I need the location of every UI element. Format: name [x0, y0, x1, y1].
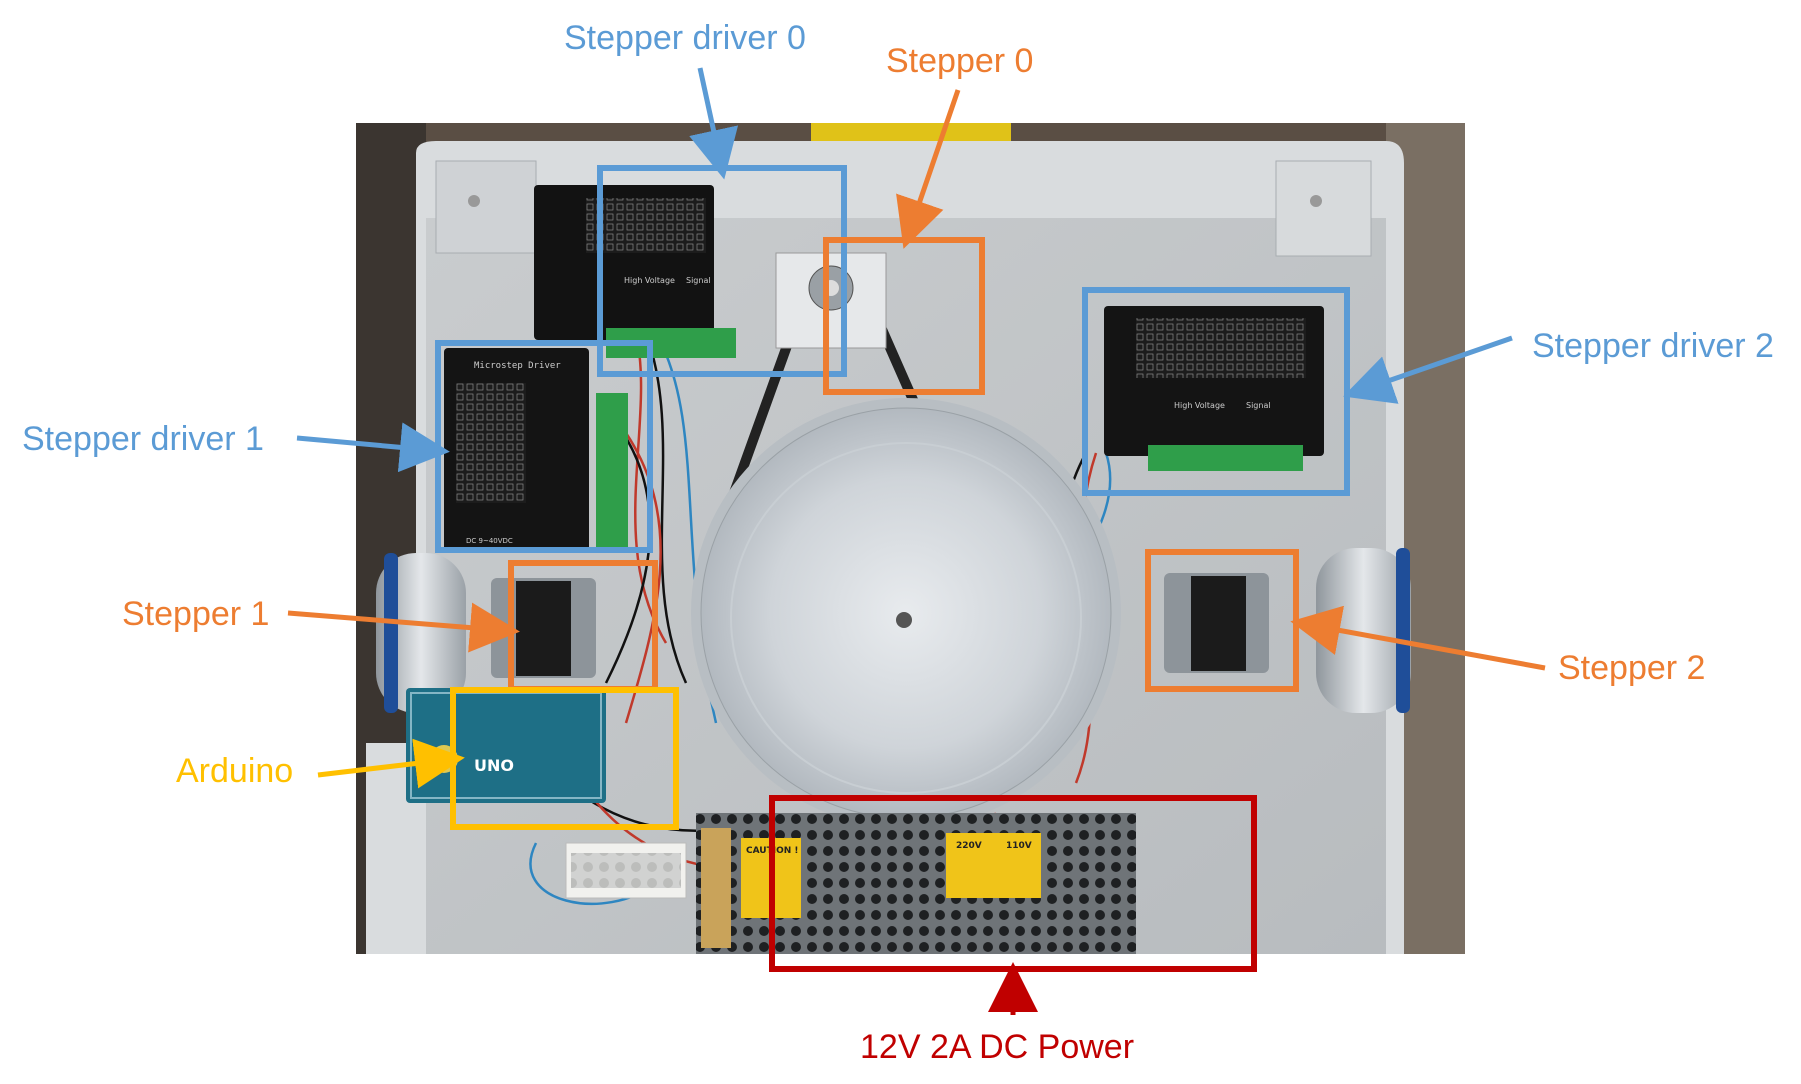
stepper-driver-1-board: Microstep Driver DC 9~40VDC: [444, 348, 628, 553]
stepper-2-arrow: [1290, 605, 1546, 671]
stepper-driver-2-arrow: [1343, 335, 1513, 404]
stepper-driver-0-label: Stepper driver 0: [564, 19, 806, 57]
arduino-box: [450, 687, 679, 830]
stepper-driver-2-label: Stepper driver 2: [1532, 327, 1774, 365]
arduino-arrow: [317, 738, 465, 789]
power-label: 12V 2A DC Power: [860, 1028, 1135, 1066]
stepper-2-box: [1145, 549, 1299, 692]
svg-text:110V: 110V: [1006, 841, 1032, 851]
stepper-0-box: [823, 237, 985, 395]
wheel-right: [1316, 548, 1411, 713]
stepper-2-label: Stepper 2: [1558, 649, 1706, 687]
stepper-driver-1-arrow: [296, 422, 450, 473]
svg-text:220V: 220V: [956, 841, 982, 851]
svg-text:DC 9~40VDC: DC 9~40VDC: [466, 537, 513, 545]
stepper-driver-2-board: High Voltage Signal: [1104, 306, 1324, 471]
stepper-1-box: [508, 560, 658, 692]
arduino-label: Arduino: [176, 752, 294, 790]
svg-text:Signal: Signal: [1246, 401, 1271, 410]
power-box: [769, 795, 1257, 972]
svg-text:UNO: UNO: [474, 756, 514, 775]
svg-text:Microstep Driver: Microstep Driver: [474, 361, 561, 371]
corner-post-right: [1275, 160, 1372, 257]
stepper-1-arrow: [287, 602, 520, 653]
stepper-0-label: Stepper 0: [886, 42, 1034, 80]
stepper-1-label: Stepper 1: [122, 595, 270, 633]
stepper-driver-1-label: Stepper driver 1: [22, 420, 264, 458]
stepper-2-motor: [1164, 573, 1269, 673]
svg-text:High Voltage: High Voltage: [624, 276, 675, 285]
svg-text:Signal: Signal: [686, 276, 711, 285]
yellow-object: [811, 123, 1011, 145]
turntable-center: [896, 612, 912, 628]
svg-text:High Voltage: High Voltage: [1174, 401, 1225, 410]
stepper-driver-2-box: [1082, 287, 1350, 496]
stepper-driver-0-arrow: [689, 67, 739, 180]
corner-post-left: [435, 160, 537, 254]
wheel-left: [376, 553, 466, 713]
stepper-0-arrow: [896, 89, 961, 249]
